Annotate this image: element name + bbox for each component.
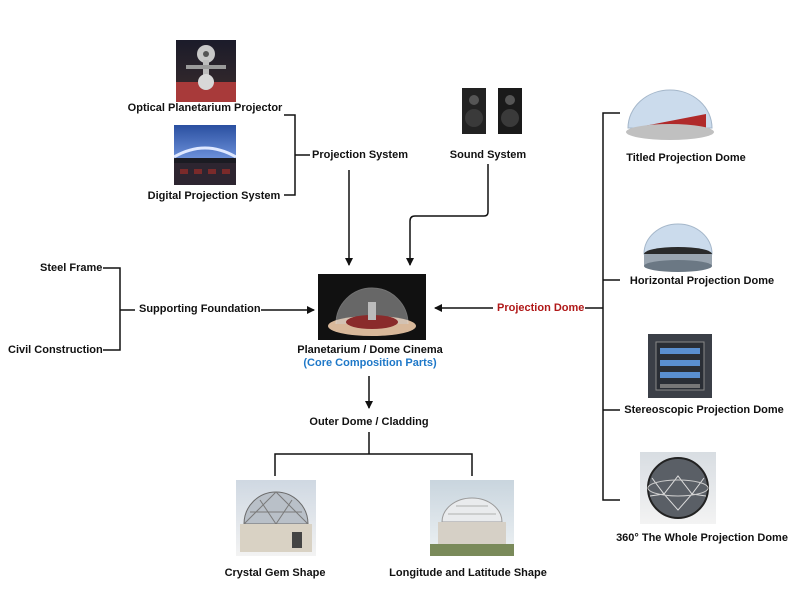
digital-projection-label: Digital Projection System bbox=[147, 190, 281, 202]
sound-system-image bbox=[460, 84, 524, 138]
projection-dome-bracket bbox=[602, 112, 620, 501]
core-subtitle-label: (Core Composition Parts) bbox=[303, 357, 437, 369]
optical-projector-label: Optical Planetarium Projector bbox=[127, 102, 283, 114]
foundation-bracket bbox=[103, 267, 121, 351]
horizontal-dome-image bbox=[636, 218, 720, 274]
optical-projector-image bbox=[176, 40, 236, 102]
sound-system-arrow bbox=[406, 164, 489, 266]
sound-system-label: Sound System bbox=[449, 149, 527, 161]
projection-dome-label: Projection Dome bbox=[497, 302, 585, 314]
stereoscopic-dome-image bbox=[648, 334, 712, 398]
horizontal-dome-label: Horizontal Projection Dome bbox=[629, 275, 775, 287]
stereoscopic-dome-label: Stereoscopic Projection Dome bbox=[624, 404, 784, 416]
titled-dome-image bbox=[620, 84, 720, 142]
steel-frame-label: Steel Frame bbox=[40, 262, 103, 274]
projection-system-label: Projection System bbox=[312, 149, 408, 161]
longitude-latitude-label: Longitude and Latitude Shape bbox=[389, 567, 547, 579]
core-title-label: Planetarium / Dome Cinema bbox=[297, 344, 443, 356]
core-dome-image bbox=[318, 274, 426, 340]
outer-dome-label: Outer Dome / Cladding bbox=[309, 416, 429, 428]
digital-projection-image bbox=[174, 125, 236, 185]
crystal-gem-image bbox=[236, 480, 316, 556]
outer-dome-bracket bbox=[274, 453, 473, 476]
projection-system-bracket bbox=[284, 114, 296, 196]
supporting-foundation-label: Supporting Foundation bbox=[139, 303, 261, 315]
whole-dome-image bbox=[640, 452, 716, 524]
whole-dome-label: 360° The Whole Projection Dome bbox=[616, 532, 788, 544]
crystal-gem-label: Crystal Gem Shape bbox=[224, 567, 326, 579]
titled-dome-label: Titled Projection Dome bbox=[626, 152, 746, 164]
civil-construction-label: Civil Construction bbox=[8, 344, 103, 356]
longitude-latitude-image bbox=[430, 480, 514, 556]
